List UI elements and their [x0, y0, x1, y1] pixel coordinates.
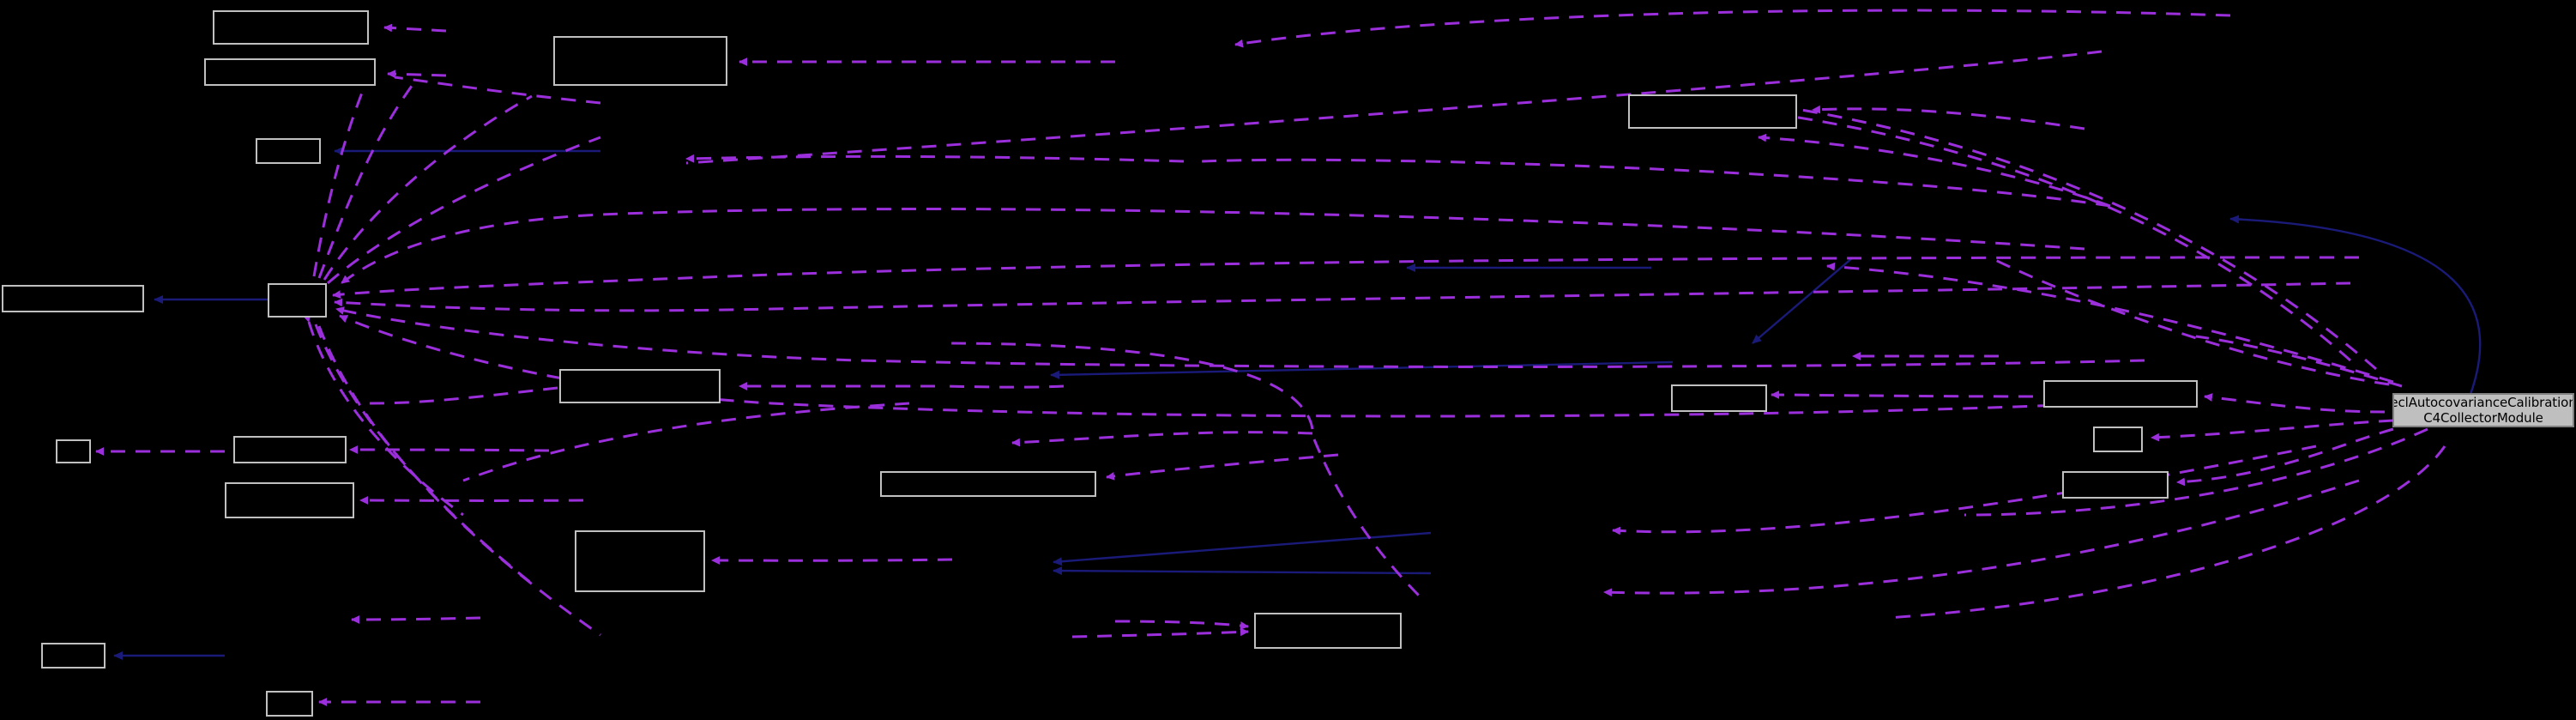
edge-dash-n08-left [368, 386, 558, 405]
edge-dash-center-2 [332, 256, 2360, 299]
graph-node[interactable] [56, 439, 91, 463]
edge-dash-midhub-down [1312, 439, 1426, 602]
edge-dash-top-long [1234, 9, 2231, 48]
edge-dash-n14 [349, 445, 550, 454]
graph-node[interactable] [266, 691, 313, 717]
edge-dash-bot-4 [1886, 445, 2446, 620]
edge-dash-center-1 [341, 208, 2085, 285]
target-node-ecl-autocovariance-calibration-c4-collector-module[interactable]: eclAutocovarianceCalibration C4Collector… [2392, 393, 2574, 427]
graph-node[interactable] [559, 369, 721, 403]
graph-node[interactable] [2062, 471, 2169, 499]
edge-dash-hubdown-3 [317, 325, 601, 637]
edge-dash-big-arc2 [1680, 101, 2351, 362]
edge-dash-bot-3 [1964, 427, 2428, 517]
edge-dash-n02-tail [394, 76, 601, 105]
edge-dash-n10-in [1771, 390, 2034, 399]
edge-dash-hubup-2 [317, 85, 413, 279]
edge-dash-hub-a [685, 50, 2102, 165]
edge-solid-cross [1752, 257, 1854, 344]
graph-node[interactable] [41, 643, 106, 669]
edge-dash-n18-b [1071, 627, 1249, 638]
graph-node[interactable] [268, 283, 327, 318]
edge-dash-center-4 [335, 306, 2145, 368]
graph-node[interactable] [575, 530, 705, 592]
edge-solid-low1 [1053, 531, 1432, 566]
graph-node[interactable] [2043, 380, 2198, 408]
edge-dash-right-n11 [2151, 419, 2394, 442]
edge-solid-arc-right [2229, 215, 2482, 404]
edge-dash-n05 [1812, 105, 2085, 130]
graph-node[interactable] [225, 482, 354, 518]
edge-dash-bot-1 [1612, 445, 2317, 535]
edge-dash-right-up1 [2195, 335, 2403, 388]
graph-node[interactable] [2093, 427, 2143, 452]
edge-dash-midhub-left [1011, 431, 1313, 447]
edge-dash-hubdown-2 [314, 324, 533, 585]
edge-dash-n01 [383, 23, 447, 33]
edge-dash-n18-a [1114, 620, 1249, 630]
edge-dash-hubup-4 [327, 136, 601, 285]
edge-dash-n08-side [943, 384, 1065, 389]
edge-dash-hubup-3 [323, 94, 533, 281]
edge-dash-midhub-up [943, 342, 1314, 430]
edge-dash-big-arc3 [1758, 133, 2111, 208]
graph-node[interactable] [2, 285, 144, 312]
edge-dash-center-5 [339, 314, 2102, 418]
edge-dash-hubup-1 [312, 75, 371, 277]
edge-dash-low-left [351, 615, 481, 624]
graph-node[interactable] [256, 138, 321, 164]
graph-node[interactable] [1254, 613, 1402, 649]
graph-node[interactable] [553, 36, 727, 86]
graph-node[interactable] [1671, 384, 1767, 412]
edge-dash-midhub-far [462, 402, 910, 482]
edge-dash-right-n10 [2204, 393, 2386, 414]
edge-dash-n02 [387, 70, 447, 79]
graph-node[interactable] [204, 58, 376, 86]
graph-node[interactable] [1628, 94, 1797, 129]
graph-node[interactable] [233, 436, 347, 463]
edge-dash-big-arc1 [1801, 108, 2377, 371]
edge-dash-right-up2 [1826, 262, 2394, 384]
edge-dash-hub-b [1200, 158, 2111, 208]
graph-node[interactable] [213, 10, 369, 45]
graph-node[interactable] [880, 471, 1096, 497]
edge-dash-bot-2 [1603, 479, 2360, 597]
edge-solid-mid [1050, 360, 1674, 379]
dashed-caller-edges [95, 9, 2446, 706]
edge-dash-right-up3 [1989, 256, 2390, 386]
edge-dash-n16 [1106, 453, 1339, 481]
edge-dash-center-3 [334, 281, 2351, 312]
edge-dash-hubdown-1 [302, 312, 464, 517]
edge-dash-mid-top [685, 154, 1185, 163]
edge-dash-right-n12 [2176, 427, 2394, 487]
edge-solid-low2 [1053, 566, 1432, 576]
